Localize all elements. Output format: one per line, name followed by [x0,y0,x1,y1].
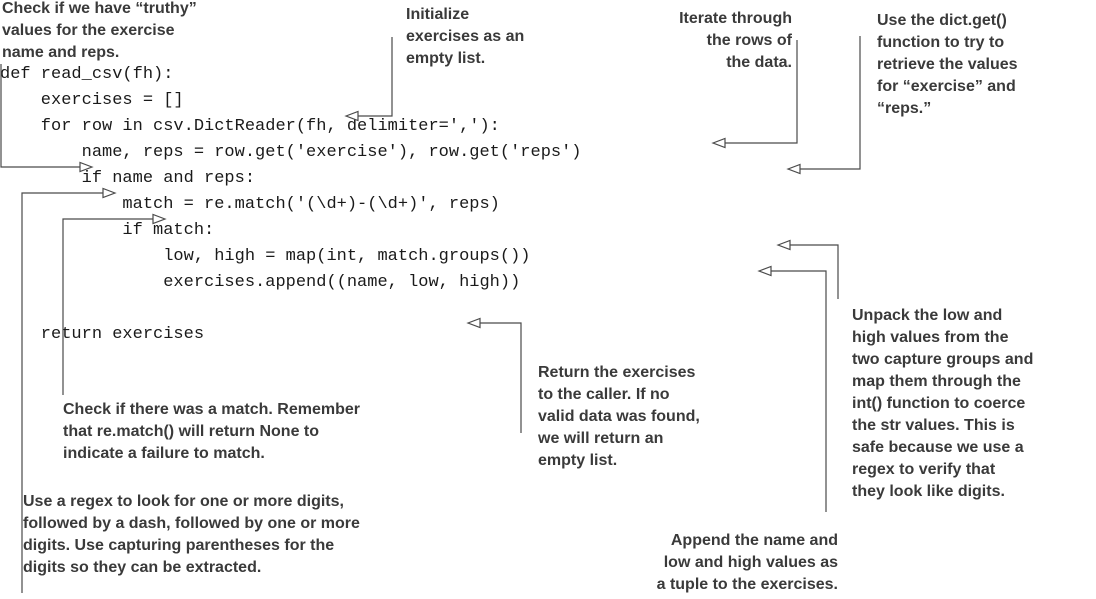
arrow-truthy [0,64,94,173]
annotation-dict-get: Use the dict.get() function to try to re… [877,12,1018,117]
annotation-initialize: Initialize exercises as an empty list. [406,6,525,67]
arrow-unpack [776,239,839,299]
arrow-match-check [62,213,167,395]
arrow-return [466,317,522,433]
arrow-dict-get [786,36,861,175]
code-line: match = re.match('(\d+)-(\d+)', reps) [0,195,500,214]
code-line: exercises = [] [0,91,184,110]
arrow-initialize [344,37,393,122]
code-line: def read_csv(fh): [0,65,174,84]
annotation-regex: Use a regex to look for one or more digi… [23,493,360,576]
annotation-truthy: Check if we have “truthy” values for the… [2,0,197,61]
annotation-iterate: Iterate through the rows of the data. [679,10,792,71]
annotation-return: Return the exercises to the caller. If n… [538,364,700,469]
arrow-regex [21,187,117,593]
code-line: if name and reps: [0,169,256,188]
arrow-iterate [711,40,798,149]
code-line: name, reps = row.get('exercise'), row.ge… [0,143,582,162]
code-line: if match: [0,221,215,240]
annotation-match-check: Check if there was a match. Remember tha… [63,401,361,462]
annotation-append: Append the name and low and high values … [656,532,838,593]
code-block: def read_csv(fh): exercises = [] for row… [0,62,582,348]
code-line: low, high = map(int, match.groups()) [0,247,531,266]
code-line: exercises.append((name, low, high)) [0,273,521,292]
code-line: for row in csv.DictReader(fh, delimiter=… [0,117,500,136]
code-line: return exercises [0,325,205,344]
arrow-append [757,265,827,512]
annotation-unpack: Unpack the low and high values from the … [852,307,1034,500]
